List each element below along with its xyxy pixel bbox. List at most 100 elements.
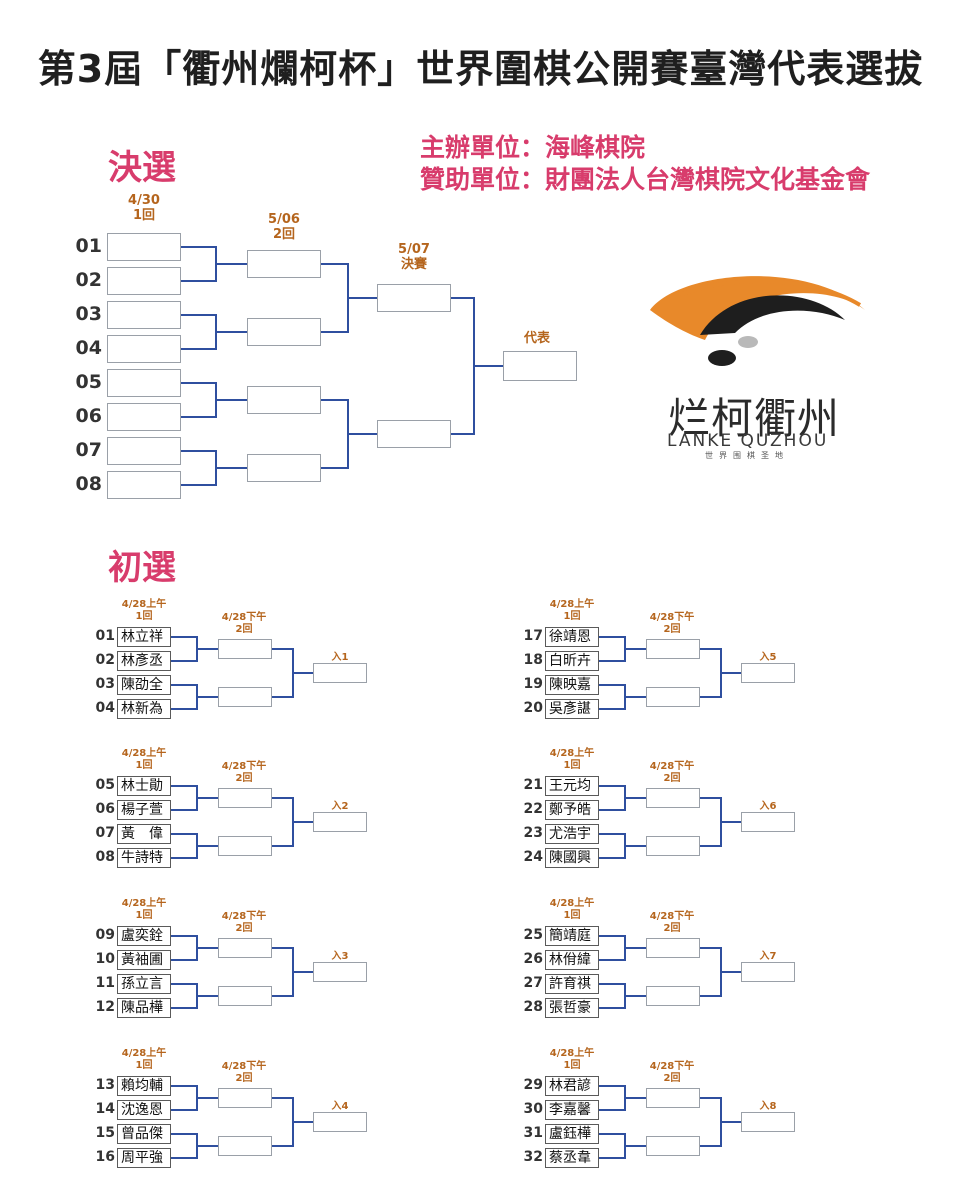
prelim-round1-date: 4/28上午 1回 [121,1048,167,1071]
player-seed-number: 09 [95,927,115,943]
player-name-box: 林君諺 [545,1076,599,1096]
player-seed-number: 30 [523,1101,543,1117]
player-seed-number: 07 [95,825,115,841]
prelim-r1-connector-fork [599,1085,626,1111]
player-name-box: 盧鈺樺 [545,1124,599,1144]
prelim-round1-date: 4/28上午 1回 [549,898,595,921]
finals-r1-connector-fork [181,246,217,282]
player-name-box: 陳國興 [545,848,599,868]
prelim-advance-slot [313,812,367,832]
prelim-advance-slot [741,1112,795,1132]
player-name-box: 徐靖恩 [545,627,599,647]
prelim-r1-connector-fork [171,636,198,662]
prelim-r1-connector-fork [599,785,626,811]
prelim-r2-connector-fork [272,797,294,847]
sponsor-text: 贊助單位：財團法人台灣棋院文化基金會 [420,165,871,194]
player-seed-number: 10 [95,951,115,967]
prelim-round1-date: 4/28上午 1回 [549,748,595,771]
finals-seed-number: 05 [75,371,102,393]
player-seed-number: 27 [523,975,543,991]
player-seed-number: 05 [95,777,115,793]
organizer-text: 主辦單位：海峰棋院 [420,133,646,162]
prelim-r2-connector-fork [700,648,722,698]
player-name-box: 陳品樺 [117,998,171,1018]
player-seed-number: 13 [95,1077,115,1093]
player-name-box: 蔡丞韋 [545,1148,599,1168]
prelim-advance-slot [741,812,795,832]
prelim-round2-date: 4/28下午 2回 [221,612,267,635]
prelim-r1-connector-fork [599,935,626,961]
prelim-r2-slot [218,639,272,659]
prelim-r2-slot [646,986,700,1006]
logo-swirl-icon [650,276,865,366]
finals-round1-date: 4/30 1回 [128,193,160,223]
player-seed-number: 24 [523,849,543,865]
player-seed-number: 18 [523,652,543,668]
player-seed-number: 21 [523,777,543,793]
player-seed-number: 28 [523,999,543,1015]
player-seed-number: 04 [95,700,115,716]
prelim-advance-slot [313,962,367,982]
finals-winner-slot [503,351,577,381]
finals-seed-number: 01 [75,235,102,257]
player-seed-number: 32 [523,1149,543,1165]
player-seed-number: 03 [95,676,115,692]
prelim-round2-date: 4/28下午 2回 [221,1061,267,1084]
prelim-r1-connector-fork [171,1133,198,1159]
player-name-box: 簡靖庭 [545,926,599,946]
player-name-box: 林新為 [117,699,171,719]
player-seed-number: 29 [523,1077,543,1093]
prelim-round1-date: 4/28上午 1回 [549,1048,595,1071]
player-seed-number: 12 [95,999,115,1015]
prelim-r2-slot [646,788,700,808]
player-seed-number: 26 [523,951,543,967]
prelim-r2-slot [218,986,272,1006]
prelim-r2-slot [646,1088,700,1108]
prelim-advance-label: 入3 [331,951,349,962]
player-seed-number: 17 [523,628,543,644]
logo-subtitle: 世界围棋圣地 [705,451,789,460]
prelim-round2-date: 4/28下午 2回 [649,1061,695,1084]
player-name-box: 牛詩特 [117,848,171,868]
finals-heading: 決選 [108,148,176,188]
prelim-round2-date: 4/28下午 2回 [221,911,267,934]
finals-slot-05 [107,369,181,397]
prelim-r1-connector-fork [171,684,198,710]
player-name-box: 曾品傑 [117,1124,171,1144]
prelim-r2-connector-fork [272,947,294,997]
player-name-box: 王元均 [545,776,599,796]
player-name-box: 鄭予皓 [545,800,599,820]
player-name-box: 黃袖圃 [117,950,171,970]
finals-seed-number: 02 [75,269,102,291]
player-name-box: 林士勛 [117,776,171,796]
player-name-box: 林佾緯 [545,950,599,970]
prelim-r2-slot [646,1136,700,1156]
prelim-advance-label: 入1 [331,652,349,663]
player-seed-number: 16 [95,1149,115,1165]
prelim-round2-date: 4/28下午 2回 [649,911,695,934]
player-name-box: 尤浩宇 [545,824,599,844]
page-title: 第3屆「衢州爛柯杯」世界圍棋公開賽臺灣代表選拔 [37,47,924,91]
prelim-advance-label: 入7 [759,951,777,962]
prelim-r1-connector-fork [599,684,626,710]
finals-r1-connector-fork [181,450,217,486]
prelim-r2-slot [218,1136,272,1156]
finals-r2-slot [247,318,321,346]
prelim-r2-slot [646,938,700,958]
finals-slot-06 [107,403,181,431]
prelim-advance-label: 入2 [331,801,349,812]
prelim-r1-connector-fork [171,935,198,961]
prelim-round2-date: 4/28下午 2回 [649,761,695,784]
finals-r2-connector-fork [321,399,349,469]
player-name-box: 楊子萱 [117,800,171,820]
prelim-advance-label: 入6 [759,801,777,812]
prelim-advance-slot [313,1112,367,1132]
finals-slot-01 [107,233,181,261]
player-name-box: 孫立言 [117,974,171,994]
prelim-r2-slot [218,938,272,958]
player-seed-number: 22 [523,801,543,817]
finals-semifinal-slot [377,420,451,448]
finals-seed-number: 06 [75,405,102,427]
player-seed-number: 25 [523,927,543,943]
